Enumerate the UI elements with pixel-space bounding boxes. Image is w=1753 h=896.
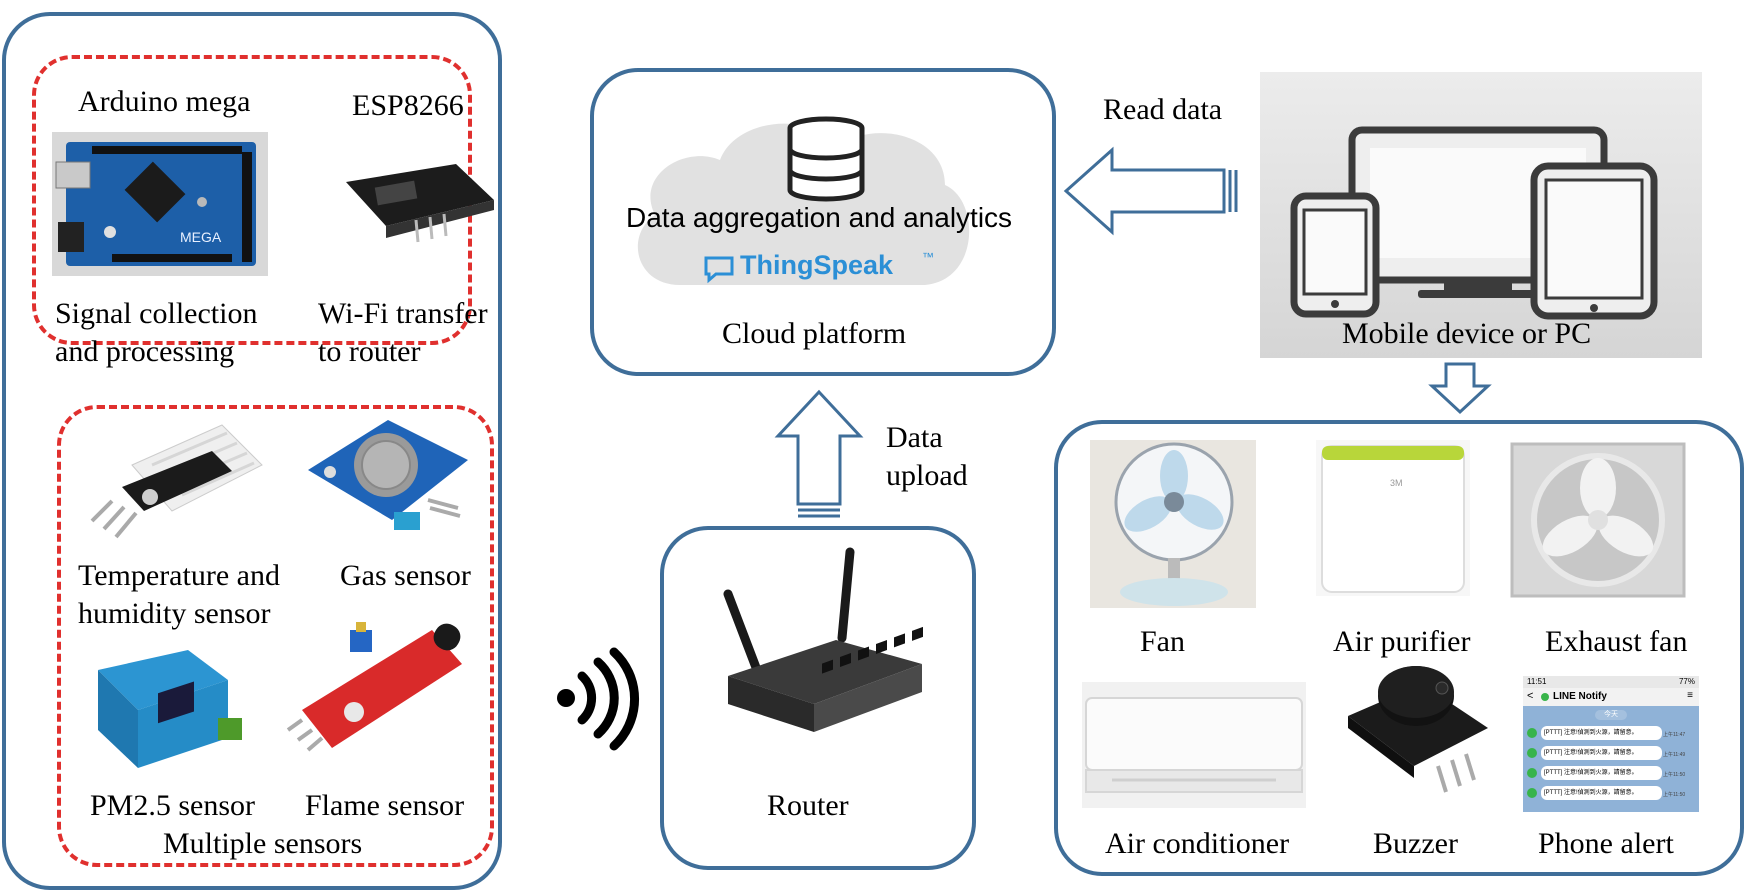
phone-icon [1290, 192, 1380, 318]
fan-label: Fan [1140, 625, 1185, 658]
buzzer-image [1348, 666, 1488, 793]
temp-label-1: Temperature and [78, 559, 280, 592]
read-data-label: Read data [1103, 93, 1223, 126]
thingspeak-brand: ThingSpeak [740, 250, 894, 280]
wifi-label-2: to router [318, 335, 421, 368]
chat-icon [704, 256, 734, 284]
phone-title: LINE Notify [1553, 691, 1607, 702]
device-image [1260, 72, 1702, 358]
database-icon [787, 116, 865, 202]
air-conditioner-image [1082, 682, 1306, 808]
phone-label: Phone alert [1538, 827, 1674, 860]
wifi-label-1: Wi-Fi transfer [318, 297, 488, 330]
aggregation-label: Data aggregation and analytics [626, 202, 1013, 233]
arduino-board-image: MEGA [52, 132, 268, 276]
line-icon [1527, 768, 1537, 778]
cloud-platform-label: Cloud platform [722, 317, 907, 350]
air-purifier-image: 3M [1316, 440, 1470, 596]
phone-message-time: 上午11:50 [1663, 772, 1686, 778]
wifi-signal-icon [557, 647, 640, 751]
phone-header: < LINE Notify ≡ [1523, 688, 1699, 706]
exhaust-fan-image [1510, 442, 1686, 598]
line-icon [1527, 728, 1537, 738]
arduino-label: Arduino mega [78, 85, 251, 118]
phone-alert-image: 11:51 77% < LINE Notify ≡ 今天 [PTTT] 注意!偵… [1523, 676, 1699, 812]
upload-label-2: upload [886, 459, 968, 492]
aircon-label: Air conditioner [1105, 827, 1290, 860]
cloud-shape [637, 123, 970, 285]
tablet-icon [1530, 162, 1658, 320]
temperature-sensor-image [90, 424, 263, 539]
phone-message: [PTTT] 注意!偵測到火源，請留意。 上午11:50 [1527, 764, 1697, 784]
sensor-group-label: Multiple sensors [163, 827, 363, 860]
sensor-group [57, 405, 494, 867]
signal-label-1: Signal collection [55, 297, 258, 330]
phone-message: [PTTT] 注意!偵測到火源，請留意。 上午11:47 [1527, 724, 1697, 744]
phone-time: 11:51 [1527, 677, 1547, 686]
phone-date-pill: 今天 [1595, 710, 1627, 720]
phone-status-bar: 11:51 77% [1523, 676, 1699, 688]
thingspeak-tm: ™ [922, 250, 934, 264]
read-data-arrow [1063, 146, 1238, 236]
pm25-sensor-image [98, 650, 242, 768]
pm-label: PM2.5 sensor [90, 789, 256, 822]
router-label: Router [767, 789, 849, 822]
phone-message-time: 上午11:47 [1663, 732, 1686, 738]
line-icon [1527, 748, 1537, 758]
svg-text:MEGA: MEGA [180, 229, 222, 245]
gas-sensor-image [308, 420, 468, 530]
fan-image [1090, 440, 1256, 608]
phone-message-text: [PTTT] 注意!偵測到火源，請留意。 [1541, 726, 1662, 740]
phone-battery: 77% [1678, 677, 1695, 686]
flame-sensor-image [286, 622, 462, 752]
line-logo-icon [1541, 693, 1549, 701]
control-arrow [1428, 362, 1492, 415]
device-label: Mobile device or PC [1342, 317, 1592, 350]
temp-label-2: humidity sensor [78, 597, 271, 630]
phone-message-time: 上午11:50 [1663, 792, 1686, 798]
flame-label: Flame sensor [305, 789, 465, 822]
esp8266-image [346, 164, 494, 243]
phone-menu-icon: ≡ [1687, 690, 1693, 701]
phone-message-text: [PTTT] 注意!偵測到火源，請留意。 [1541, 746, 1662, 760]
phone-message-text: [PTTT] 注意!偵測到火源，請留意。 [1541, 766, 1662, 780]
exhaust-label: Exhaust fan [1545, 625, 1688, 658]
buzzer-label: Buzzer [1373, 827, 1458, 860]
line-icon [1527, 788, 1537, 798]
upload-label-1: Data [886, 421, 943, 454]
svg-text:3M: 3M [1390, 478, 1403, 488]
phone-message-text: [PTTT] 注意!偵測到火源，請留意。 [1541, 786, 1662, 800]
phone-message: [PTTT] 注意!偵測到火源，請留意。 上午11:50 [1527, 784, 1697, 804]
data-upload-arrow [774, 389, 864, 518]
purifier-label: Air purifier [1333, 625, 1471, 658]
gas-label: Gas sensor [340, 559, 471, 592]
phone-message-time: 上午11:49 [1663, 752, 1686, 758]
phone-message: [PTTT] 注意!偵測到火源，請留意。 上午11:49 [1527, 744, 1697, 764]
signal-label-2: and processing [55, 335, 235, 368]
phone-message-list: [PTTT] 注意!偵測到火源，請留意。 上午11:47 [PTTT] 注意!偵… [1527, 724, 1697, 804]
router-icon [723, 547, 923, 732]
esp-label: ESP8266 [352, 89, 464, 122]
back-icon: < [1527, 690, 1534, 702]
